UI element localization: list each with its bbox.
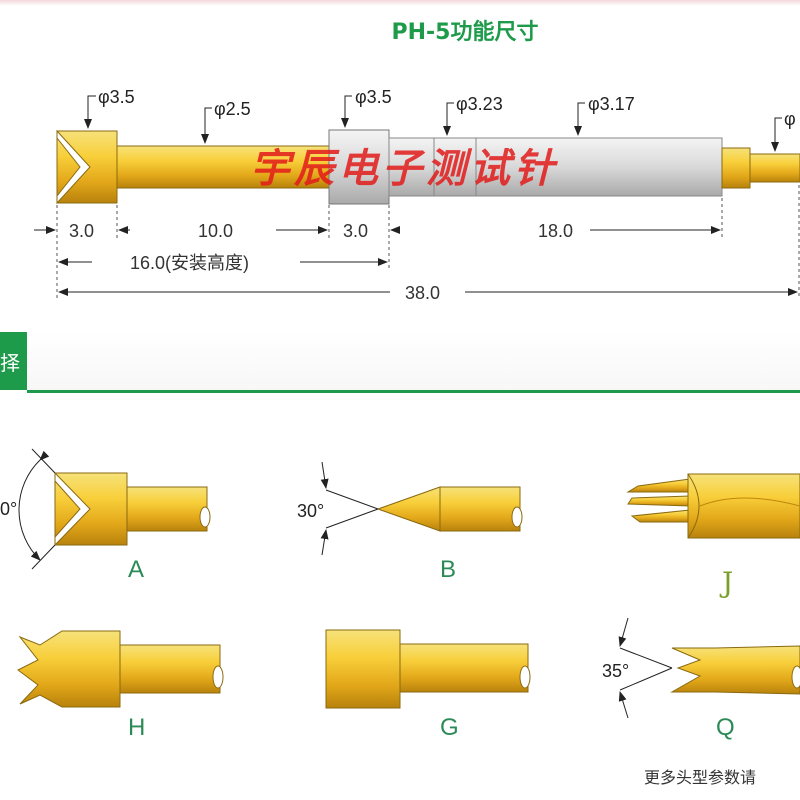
tip-angle: 35° <box>602 661 629 681</box>
watermark-text: 宇辰电子测试针 <box>250 145 559 192</box>
probe-tail-collar <box>721 147 751 189</box>
tip-angle: 30° <box>297 501 324 521</box>
diameter-label: φ2.5 <box>214 99 251 119</box>
page-title: PH-5功能尺寸 <box>391 20 539 45</box>
length-label: 10.0 <box>198 221 233 241</box>
length-label: 3.0 <box>343 221 368 241</box>
section-tab: 择 <box>0 332 27 390</box>
install-height-label: 16.0(安装高度) <box>130 253 249 273</box>
footer-note: 更多头型参数请 <box>644 768 757 787</box>
tip-letter: J <box>719 566 733 599</box>
extension-lines <box>56 185 800 298</box>
length-label: 18.0 <box>538 221 573 241</box>
tip-letter: G <box>440 714 459 741</box>
section-header-bg <box>27 332 800 390</box>
dimension-lines <box>34 226 798 296</box>
top-border <box>0 0 800 6</box>
diameter-callouts: φ3.5 φ2.5 φ3.5 φ3.23 φ3.17 φ <box>84 87 796 152</box>
probe-tail-pin <box>749 153 800 183</box>
diameter-label: φ3.17 <box>588 94 635 114</box>
probe-main <box>56 129 800 205</box>
section-divider <box>27 390 800 393</box>
tip-letter: Q <box>716 714 735 741</box>
tip-j: J <box>626 473 800 599</box>
probe-barrel-section-2 <box>433 137 477 197</box>
diameter-label: φ <box>784 109 796 129</box>
tip-letter: H <box>128 714 145 741</box>
tip-b: 30° B <box>297 461 523 583</box>
diameter-label: φ3.5 <box>355 87 392 107</box>
diameter-label: φ3.23 <box>456 94 503 114</box>
tip-letter: B <box>440 556 456 583</box>
tip-q: 35° Q <box>602 617 800 741</box>
diameter-label: φ3.5 <box>98 87 135 107</box>
tip-angle: 0° <box>0 499 17 519</box>
tip-g: G <box>325 629 531 741</box>
tip-a: 0° A <box>0 448 211 583</box>
total-length-label: 38.0 <box>405 283 440 303</box>
length-label: 3.0 <box>69 221 94 241</box>
probe-plunger <box>116 145 330 189</box>
tip-h: H <box>17 630 224 741</box>
tip-letter: A <box>128 556 144 583</box>
probe-head-cup <box>56 129 91 205</box>
